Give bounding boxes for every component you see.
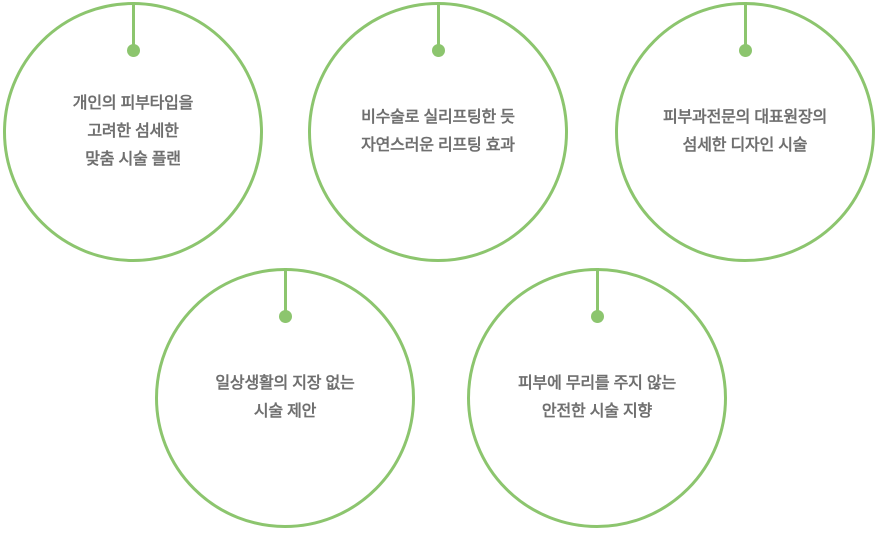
bubble-dot-marker	[738, 44, 752, 57]
bubble-stem-line	[283, 268, 287, 317]
bubble-stem-line	[436, 2, 440, 51]
bubble-stem-line	[743, 2, 747, 51]
benefit-bubble-2-label: 비수술로 실리프팅한 듯 자연스러운 리프팅 효과	[361, 109, 515, 154]
bubble-dot-marker	[590, 310, 604, 323]
benefit-bubble-1: 개인의 피부타입을 고려한 섬세한 맞춤 시술 플랜	[3, 2, 263, 262]
benefit-bubble-2: 비수술로 실리프팅한 듯 자연스러운 리프팅 효과	[308, 2, 568, 262]
benefit-bubble-5-label: 피부에 무리를 주지 않는 안전한 시술 지향	[518, 375, 676, 420]
benefit-bubble-4: 일상생활의 지장 없는 시술 제안	[155, 268, 415, 528]
benefit-bubble-3: 피부과전문의 대표원장의 섬세한 디자인 시술	[615, 2, 875, 262]
benefit-bubble-3-label: 피부과전문의 대표원장의 섬세한 디자인 시술	[663, 109, 827, 154]
bubble-dot-marker	[431, 44, 445, 57]
bubble-dot-marker	[278, 310, 292, 323]
benefit-bubble-5: 피부에 무리를 주지 않는 안전한 시술 지향	[467, 268, 727, 528]
bubble-dot-marker	[126, 44, 140, 57]
benefit-bubble-4-label: 일상생활의 지장 없는 시술 제안	[215, 375, 355, 420]
bubble-stem-line	[595, 268, 599, 317]
bubble-stem-line	[131, 2, 135, 51]
benefit-bubble-1-label: 개인의 피부타입을 고려한 섬세한 맞춤 시술 플랜	[72, 95, 194, 168]
